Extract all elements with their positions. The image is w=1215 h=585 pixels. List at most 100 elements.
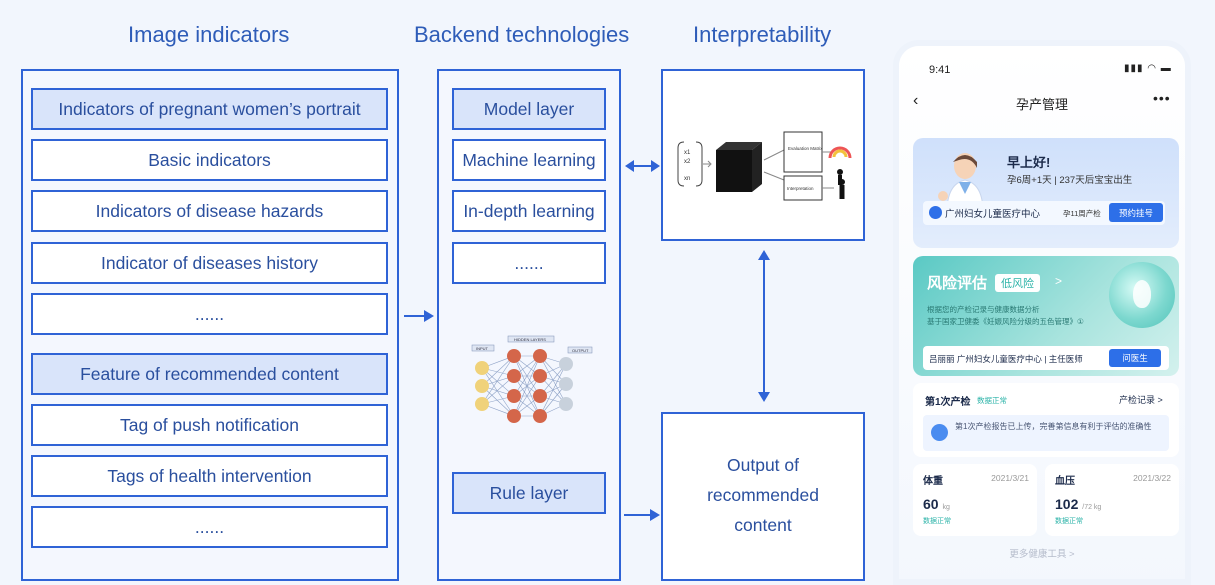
- nn-edge: [481, 375, 515, 405]
- nn-edge: [513, 375, 541, 417]
- risk-title: 风险评估: [927, 275, 988, 292]
- machine-learning-box: Machine learning: [452, 139, 606, 181]
- evaluation-matrix-label: Evaluation Matrix: [788, 146, 823, 151]
- output-text: Output of recommended content: [661, 450, 865, 540]
- nn-input-tag: [471, 344, 495, 352]
- fetus-icon: [1109, 262, 1175, 328]
- blood-pressure-card[interactable]: 血压 2021/3/22 102 /72 kg 数据正常: [1045, 464, 1179, 536]
- bp-value-row: 102 /72 kg: [1055, 496, 1101, 512]
- nn-node: [533, 349, 547, 363]
- nn-node: [533, 409, 547, 423]
- arrowhead-down: [758, 392, 770, 402]
- checkup-title: 第1次产检: [925, 397, 971, 408]
- ask-doctor-button[interactable]: 问医生: [1109, 349, 1161, 367]
- nn-node: [507, 369, 521, 383]
- indicator-box: Tags of health intervention: [31, 455, 388, 497]
- nn-node: [559, 377, 573, 391]
- weight-value-row: 60 kg: [923, 496, 950, 512]
- nn-input-label: INPUT: [476, 346, 489, 351]
- risk-desc-line-2: 基于国家卫健委《妊娠风险分级的五色管理》①: [927, 317, 1084, 326]
- person-head-top: [837, 169, 843, 175]
- column-title-backend: Backend technologies: [414, 22, 630, 47]
- nn-edge: [513, 355, 541, 417]
- person-body: [839, 185, 845, 199]
- nn-node: [475, 361, 489, 375]
- rule-layer-box: Rule layer: [452, 472, 606, 514]
- weight-value: 60: [923, 496, 939, 512]
- bp-date: 2021/3/22: [1133, 473, 1171, 483]
- checkup-notice: 第1次产检报告已上传，完善第信息有利于评估的准确性: [923, 415, 1169, 451]
- nn-edge: [513, 355, 541, 397]
- hospital-icon: [929, 206, 942, 219]
- indicator-box: Indicators of pregnant women’s portrait: [31, 88, 388, 130]
- indicator-box: Indicator of diseases history: [31, 242, 388, 284]
- black-box-front: [716, 150, 752, 192]
- weight-status: 数据正常: [923, 518, 951, 525]
- blackbox-branch-arrows: [763, 149, 785, 181]
- interpretation-label: Interpretation: [787, 186, 814, 191]
- vector-x1: x1: [684, 150, 691, 156]
- back-icon[interactable]: ‹: [913, 92, 919, 109]
- nn-edge: [481, 367, 515, 417]
- risk-level-badge: 低风险: [995, 274, 1040, 292]
- chevron-right-icon: >: [1055, 274, 1063, 288]
- nn-node: [559, 357, 573, 371]
- checkup-record-link[interactable]: 产检记录 >: [1119, 395, 1163, 405]
- nn-node: [475, 379, 489, 393]
- column-title-interpretability: Interpretability: [693, 22, 832, 47]
- arrowhead-right: [651, 160, 660, 172]
- nn-edge: [481, 355, 515, 387]
- arrow-backend-to-output: [624, 514, 652, 516]
- indicator-box: ......: [31, 506, 388, 548]
- indicator-box: Indicators of disease hazards: [31, 190, 388, 232]
- checkup-card[interactable]: 第1次产检 数据正常 产检记录 > 第1次产检报告已上传，完善第信息有利于评估的…: [913, 383, 1179, 457]
- nn-node: [475, 397, 489, 411]
- arrow-indicators-to-backend: [404, 315, 426, 317]
- nn-edge: [481, 367, 515, 397]
- more-icon[interactable]: •••: [1153, 90, 1171, 106]
- nn-node: [559, 397, 573, 411]
- doctor-info: 吕丽丽 广州妇女儿童医疗中心 | 主任医师: [929, 354, 1083, 364]
- risk-desc-line-1: 根据您的产检记录与健康数据分析: [927, 305, 1040, 314]
- output-panel: [661, 412, 865, 581]
- output-line-1: Output of: [727, 455, 799, 475]
- model-layer-box: Model layer: [452, 88, 606, 130]
- output-line-2: recommended: [707, 485, 819, 505]
- phone-screen: 9:41 ▮▮▮ ◠ ▬ ‹ 孕产管理 ••• 早上好! 孕6周+1天 | 23…: [899, 46, 1185, 579]
- arrow-to-blackbox: [703, 160, 712, 168]
- arrowhead-indicators-to-backend: [424, 310, 434, 322]
- output-line-3: content: [734, 515, 792, 535]
- indicator-box: Tag of push notification: [31, 404, 388, 446]
- phone-mockup: 9:41 ▮▮▮ ◠ ▬ ‹ 孕产管理 ••• 早上好! 孕6周+1天 | 23…: [893, 40, 1191, 585]
- book-appointment-button[interactable]: 预约挂号: [1109, 203, 1163, 222]
- indicator-box: Basic indicators: [31, 139, 388, 181]
- arrowhead-up: [758, 250, 770, 260]
- checkup-week: 孕11周产检: [1063, 209, 1101, 218]
- pregnancy-status: 孕6周+1天 | 237天后宝宝出生: [1007, 175, 1133, 186]
- weight-card[interactable]: 体重 2021/3/21 60 kg 数据正常: [913, 464, 1037, 536]
- person-head: [839, 179, 845, 185]
- weight-unit: kg: [942, 504, 950, 511]
- nn-hidden-label: HIDDEN LAYERS: [514, 337, 546, 342]
- report-icon: [931, 424, 948, 441]
- in-depth-learning-box: In-depth learning: [452, 190, 606, 232]
- nn-node: [507, 349, 521, 363]
- neural-network-illustration: INPUT HIDDEN LAYERS OUTPUT: [471, 335, 593, 423]
- indicator-box: ......: [31, 293, 388, 335]
- arrowhead-left: [625, 160, 634, 172]
- status-time: 9:41: [929, 64, 951, 76]
- nn-output-tag: [567, 346, 593, 354]
- nn-edge: [539, 363, 567, 417]
- weight-label: 体重: [923, 476, 943, 487]
- indicator-box: Feature of recommended content: [31, 353, 388, 395]
- risk-assessment-card[interactable]: 风险评估 低风险 > 根据您的产检记录与健康数据分析 基于国家卫健委《妊娠风险分…: [913, 256, 1179, 376]
- more-health-tools-link[interactable]: 更多健康工具 >: [1009, 549, 1075, 560]
- phone-page-title: 孕产管理: [1015, 97, 1068, 112]
- nn-connections: [481, 355, 567, 417]
- evaluation-matrix-box: [783, 131, 823, 173]
- doctor-row: 吕丽丽 广州妇女儿童医疗中心 | 主任医师 问医生: [923, 346, 1169, 370]
- hospital-row: 广州妇女儿童医疗中心 孕11周产检 预约挂号: [923, 201, 1165, 225]
- nn-output-label: OUTPUT: [572, 348, 589, 353]
- nn-nodes: [475, 349, 573, 423]
